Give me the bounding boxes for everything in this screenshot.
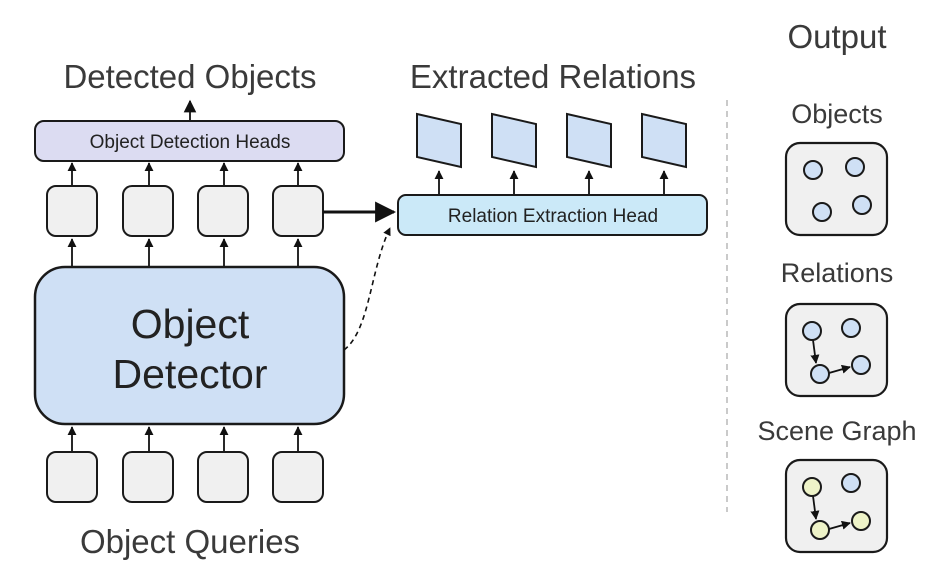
scene-graph-edge [828, 520, 851, 530]
detector-to-relation-dashed-arrow [343, 227, 391, 351]
relation-node [810, 364, 830, 384]
scene-graph-node-yellow [851, 511, 871, 531]
object-query-4 [272, 451, 324, 503]
relation-edge [828, 364, 851, 374]
relation-node [851, 355, 871, 375]
relation-plane-2 [491, 112, 537, 169]
objects-panel [784, 141, 889, 237]
relation-plane-1 [416, 112, 462, 169]
object-node [803, 160, 823, 180]
object-query-3 [197, 451, 249, 503]
detected-objects-label: Detected Objects [63, 58, 316, 95]
object-detector-label-line2: Detector [113, 351, 268, 397]
object-node [812, 202, 832, 222]
scene-graph-panel [784, 458, 889, 554]
scene-graph-node-yellow [802, 477, 822, 497]
scene-graph-label: Scene Graph [757, 416, 916, 446]
object-detection-heads-box [34, 120, 345, 162]
output-embedding-3 [197, 185, 249, 237]
scene-graph-node-blue [841, 473, 861, 493]
output-embedding-1 [46, 185, 98, 237]
output-label: Output [787, 18, 886, 55]
relation-node [841, 318, 861, 338]
object-detector-label-line1: Object [131, 301, 250, 347]
relations-label: Relations [781, 258, 894, 288]
object-queries-label: Object Queries [80, 523, 300, 560]
scene-graph-node-yellow [810, 520, 830, 540]
relation-plane-4 [641, 112, 687, 169]
relation-plane-3 [566, 112, 612, 169]
scene-graph-edge [810, 495, 820, 520]
object-query-2 [122, 451, 174, 503]
relation-edge [810, 339, 820, 364]
object-detection-heads-label: Object Detection Heads [90, 132, 291, 153]
object-node [845, 157, 865, 177]
extracted-relations-label: Extracted Relations [410, 58, 696, 95]
object-query-1 [46, 451, 98, 503]
relation-extraction-head-label: Relation Extraction Head [448, 206, 658, 227]
object-detector-box [33, 265, 346, 426]
output-embedding-2 [122, 185, 174, 237]
relation-extraction-head-box [397, 194, 708, 236]
output-embedding-4 [272, 185, 324, 237]
objects-label: Objects [791, 99, 883, 129]
relation-node [802, 321, 822, 341]
object-node [852, 195, 872, 215]
relations-panel [784, 302, 889, 398]
